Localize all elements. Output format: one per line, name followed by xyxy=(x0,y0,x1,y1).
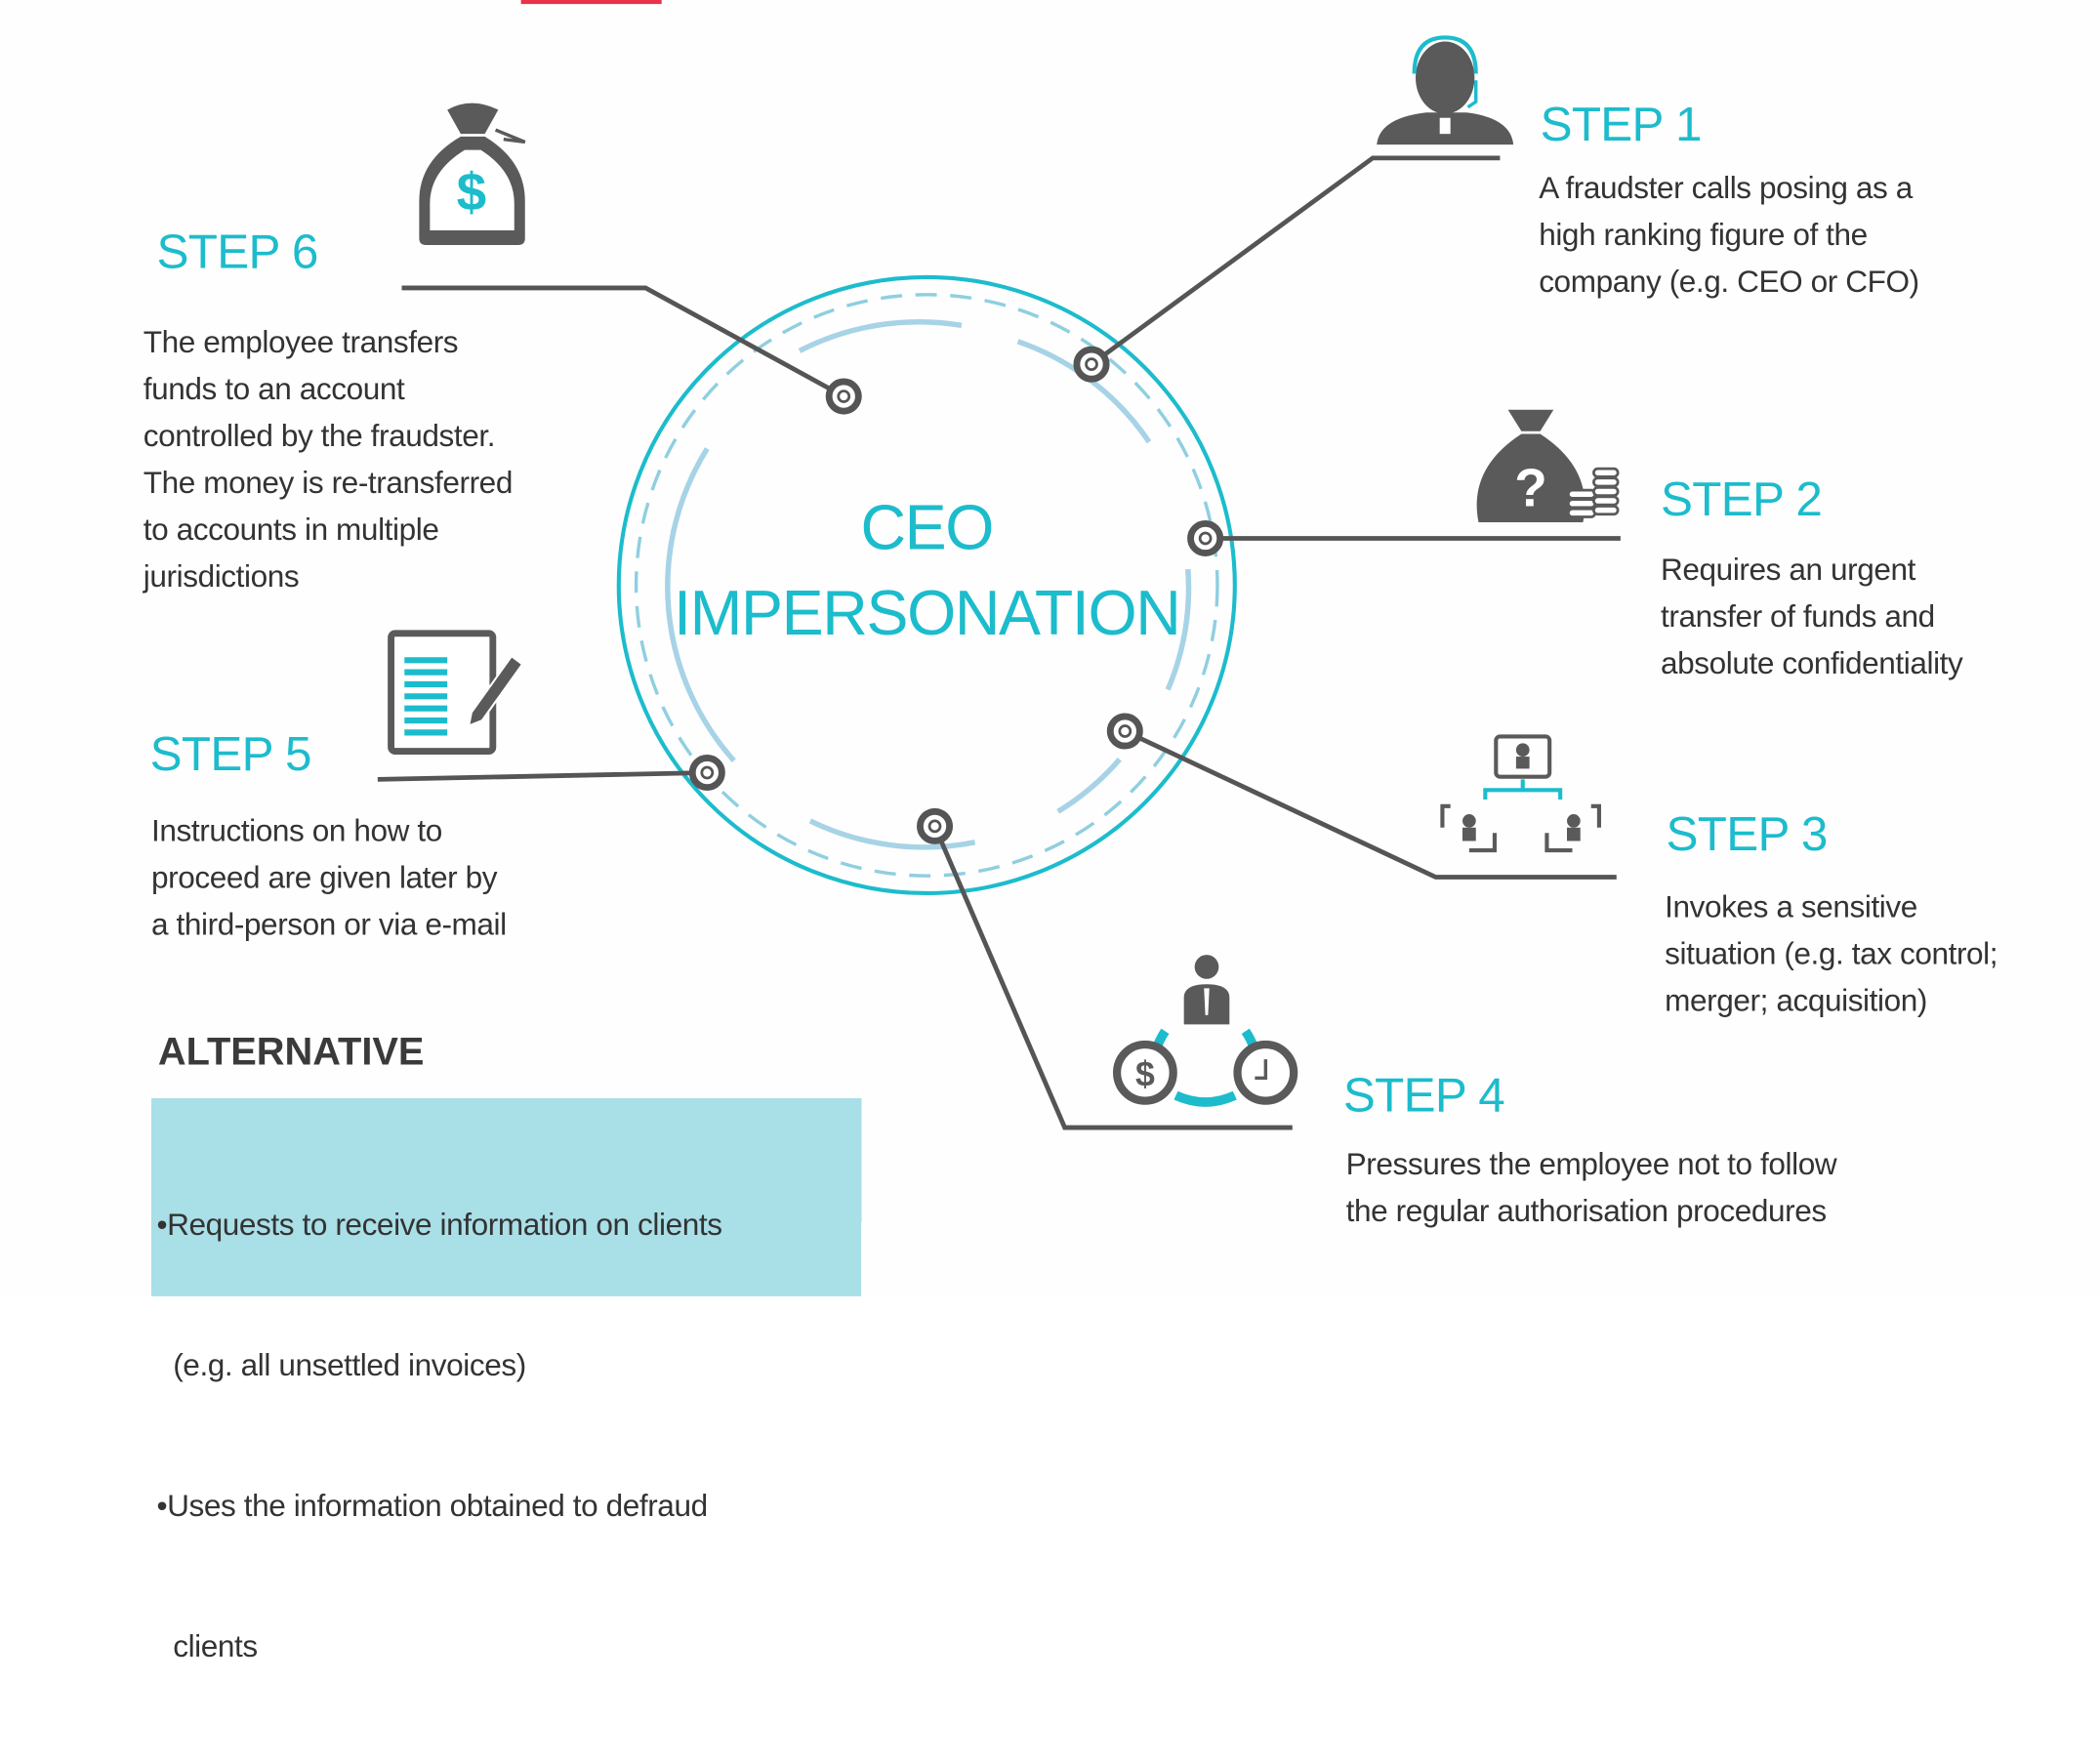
outer-circle xyxy=(616,274,1237,896)
alternative-item-cont: (e.g. all unsettled invoices) xyxy=(156,1347,526,1382)
money-bag-dollar-icon: $ xyxy=(419,103,526,246)
connector-step-3 xyxy=(1124,728,1617,880)
text-line: transfer of funds and xyxy=(1661,598,1935,634)
node-step-1 xyxy=(1073,346,1110,383)
step-4-label: STEP 4 xyxy=(1342,1067,1505,1123)
step-1-description: A fraudster calls posing as a high ranki… xyxy=(1539,165,1919,306)
alternative-item: •Requests to receive information on clie… xyxy=(156,1206,723,1242)
top-accent-bar xyxy=(520,0,662,5)
alternative-box: •Requests to receive information on clie… xyxy=(151,1097,862,1663)
step-2-label: STEP 2 xyxy=(1661,471,1823,527)
diagram-graphics: ? $ xyxy=(377,35,1621,1130)
center-title-line-1: CEO xyxy=(860,491,994,563)
connector-step-6 xyxy=(401,285,845,399)
svg-text:?: ? xyxy=(1514,458,1547,518)
text-line: absolute confidentiality xyxy=(1661,645,1963,680)
connector-lines xyxy=(377,155,1621,1130)
text-line: Requires an urgent xyxy=(1661,552,1915,587)
connector-step-4 xyxy=(932,825,1293,1130)
step-3-description: Invokes a sensitive situation (e.g. tax … xyxy=(1665,883,1997,1024)
step-5-description: Instructions on how to proceed are given… xyxy=(151,807,507,948)
step-4-description: Pressures the employee not to follow the… xyxy=(1346,1141,1837,1235)
call-center-agent-icon xyxy=(1377,35,1514,145)
node-step-2 xyxy=(1187,519,1224,556)
document-pen-icon xyxy=(388,630,524,756)
alternative-item-cont: clients xyxy=(156,1628,258,1663)
dashed-circle xyxy=(634,293,1219,878)
step-6-label: STEP 6 xyxy=(156,224,319,279)
text-line: merger; acquisition) xyxy=(1665,982,1927,1018)
text-line: situation (e.g. tax control; xyxy=(1665,935,1998,971)
node-step-5 xyxy=(688,755,725,792)
text-line: The money is re-transferred xyxy=(143,465,514,500)
text-line: controlled by the fraudster. xyxy=(143,418,496,453)
step-2-description: Requires an urgent transfer of funds and… xyxy=(1661,547,1963,687)
step-1-label: STEP 1 xyxy=(1540,96,1703,152)
node-step-6 xyxy=(825,378,862,415)
svg-text:$: $ xyxy=(1135,1055,1155,1094)
step-5-label: STEP 5 xyxy=(149,725,312,781)
text-line: The employee transfers xyxy=(143,323,459,359)
text-line: Invokes a sensitive xyxy=(1665,888,1917,924)
ceo-impersonation-infographic: ? $ xyxy=(143,0,1998,1663)
text-line: a third-person or via e-mail xyxy=(151,906,507,942)
text-line: Instructions on how to xyxy=(151,812,442,848)
center-title: CEO IMPERSONATION xyxy=(645,485,1208,657)
alternative-list: •Requests to receive information on clie… xyxy=(156,1107,723,1763)
connector-step-1 xyxy=(1090,155,1501,367)
connector-step-5 xyxy=(377,770,708,782)
text-line: high ranking figure of the xyxy=(1539,217,1868,252)
svg-text:$: $ xyxy=(457,161,487,222)
pressure-cycle-icon: $ xyxy=(1112,955,1298,1107)
alternative-heading: ALTERNATIVE xyxy=(157,1031,425,1075)
org-chart-icon xyxy=(1440,734,1601,853)
node-step-3 xyxy=(1106,713,1143,750)
text-line: proceed are given later by xyxy=(151,859,498,895)
alternative-item: •Uses the information obtained to defrau… xyxy=(156,1488,709,1523)
text-line: funds to an account xyxy=(143,370,405,406)
step-6-description: The employee transfers funds to an accou… xyxy=(143,318,514,599)
step-3-label: STEP 3 xyxy=(1666,805,1829,862)
text-line: company (e.g. CEO or CFO) xyxy=(1539,264,1919,299)
center-title-line-2: IMPERSONATION xyxy=(674,577,1181,648)
text-line: to accounts in multiple xyxy=(143,512,439,547)
text-line: jurisdictions xyxy=(143,558,300,594)
text-line: the regular authorisation procedures xyxy=(1345,1193,1828,1228)
money-bag-question-icon: ? xyxy=(1476,409,1620,523)
node-step-4 xyxy=(916,807,954,844)
text-line: Pressures the employee not to follow xyxy=(1345,1146,1837,1181)
connector-nodes xyxy=(688,346,1224,844)
text-line: A fraudster calls posing as a xyxy=(1539,170,1913,205)
